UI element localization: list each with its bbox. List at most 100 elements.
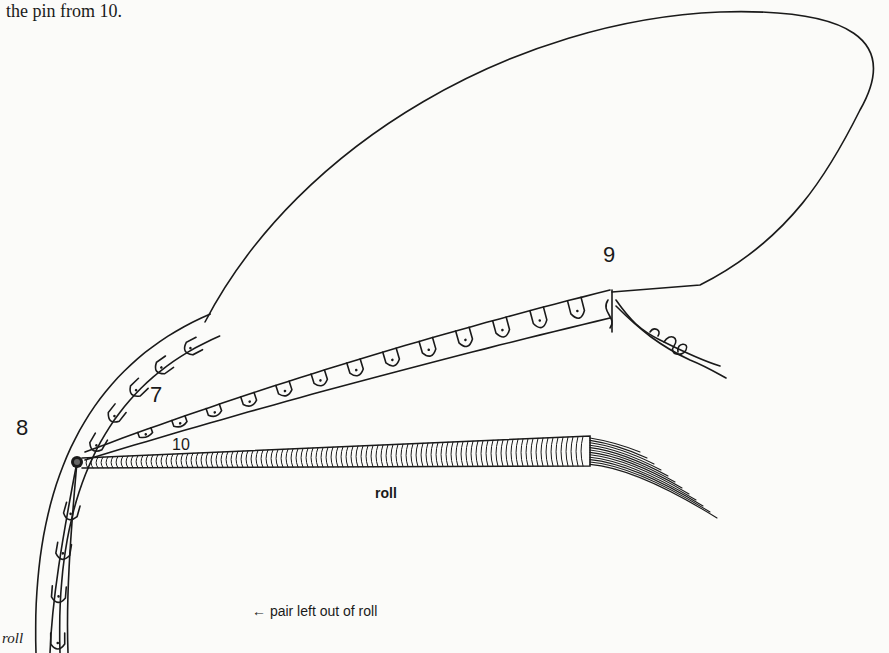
- strip-cell: [276, 381, 293, 398]
- thread-fan: [590, 464, 717, 518]
- pin-hole: [56, 642, 59, 645]
- roll-coil: [126, 456, 128, 468]
- pin-hole: [501, 328, 504, 331]
- roll-coil: [456, 442, 458, 467]
- strip-cell: [456, 327, 474, 348]
- roll-coil: [306, 448, 308, 467]
- roll-coil: [406, 444, 408, 467]
- strip-edge: [85, 290, 610, 452]
- roll-coil: [146, 455, 148, 468]
- roll-coil: [426, 443, 428, 467]
- roll-coil: [311, 448, 313, 467]
- strip-cell: [138, 428, 154, 439]
- strip-cell: [419, 338, 437, 358]
- pin-hole: [576, 309, 579, 312]
- strip-cell: [456, 327, 474, 348]
- strip-cell: [241, 393, 258, 408]
- roll-coil: [266, 450, 268, 467]
- roll-coil: [411, 444, 413, 467]
- knot: [650, 329, 659, 336]
- thread-fan: [590, 462, 710, 512]
- note: ← pair left out of roll: [252, 604, 377, 619]
- roll-coil: [541, 438, 543, 466]
- strip-cell: [530, 307, 548, 329]
- pin-hole: [179, 422, 182, 425]
- roll-coil: [561, 437, 563, 466]
- roll-coil: [316, 448, 318, 467]
- roll-coil: [201, 453, 203, 468]
- pin-hole: [427, 348, 430, 351]
- roll-coil: [171, 454, 173, 468]
- roll-coil: [496, 440, 498, 466]
- roll-coil: [466, 441, 468, 466]
- strip-edge: [36, 314, 211, 653]
- roll-coil: [121, 456, 123, 468]
- roll-coil: [301, 448, 303, 467]
- roll-coil: [491, 440, 493, 466]
- pin-hole: [160, 366, 164, 370]
- roll-coil: [396, 444, 398, 467]
- pin-hole: [391, 358, 394, 361]
- strip-cell: [105, 404, 126, 425]
- roll-coil: [256, 450, 258, 467]
- roll-coil: [536, 438, 538, 466]
- roll-coil: [371, 445, 373, 467]
- roll-coil: [581, 436, 583, 466]
- strip-edge: [60, 336, 220, 653]
- roll-coil: [346, 447, 348, 468]
- tie-thread: [616, 300, 720, 366]
- strip-cell: [172, 416, 188, 429]
- strip-cell: [206, 404, 223, 418]
- roll-coil: [91, 458, 93, 469]
- strip-cell: [105, 404, 126, 425]
- strip-cell: [530, 307, 548, 329]
- roll-coil: [446, 442, 448, 467]
- roll-coil: [271, 450, 273, 468]
- roll-coil: [486, 440, 488, 466]
- roll-coil: [231, 452, 233, 468]
- roll-coil: [546, 438, 548, 466]
- roll-coil: [86, 458, 88, 468]
- strip-cell: [172, 416, 188, 429]
- roll-coil: [401, 444, 403, 467]
- strip-cell: [383, 348, 401, 368]
- roll-coil: [181, 454, 183, 468]
- part-label: roll: [375, 486, 397, 501]
- strip-cell: [127, 378, 148, 399]
- roll-coil: [571, 437, 573, 466]
- roll-coil: [526, 439, 528, 467]
- roll-coil: [451, 442, 453, 467]
- roll-coil: [221, 452, 223, 468]
- roll-coil: [521, 439, 523, 466]
- thread-fan: [590, 438, 640, 452]
- caption-fragment: roll: [2, 630, 23, 647]
- roll-coil: [386, 445, 388, 467]
- roll-coil: [476, 441, 478, 467]
- roll-coil: [241, 451, 243, 467]
- strip-cell: [347, 359, 365, 378]
- pin-hole: [464, 338, 467, 341]
- caption-fragment: the pin from 10.: [6, 2, 122, 22]
- roll-coil: [321, 448, 323, 468]
- strip-cell: [55, 542, 71, 560]
- strip-cell: [241, 393, 258, 408]
- roll-coil: [116, 456, 118, 468]
- callout-number: 10: [172, 436, 190, 454]
- roll-coil: [191, 453, 193, 467]
- strip-cell: [55, 542, 71, 560]
- roll-coil: [156, 455, 158, 468]
- roll-coil: [111, 457, 113, 468]
- pin: [71, 456, 83, 468]
- strip-cell: [51, 633, 65, 649]
- strip-cell: [383, 348, 401, 368]
- pin-hole: [213, 411, 216, 414]
- roll-coil: [366, 446, 368, 467]
- roll-coil: [551, 438, 553, 467]
- pin-hole: [189, 346, 193, 350]
- strip-cell: [87, 433, 107, 454]
- roll-coil: [341, 447, 343, 467]
- roll-coil: [96, 457, 98, 468]
- strip-cell: [138, 428, 154, 439]
- strip-cell: [62, 502, 80, 521]
- roll-coil: [281, 449, 283, 467]
